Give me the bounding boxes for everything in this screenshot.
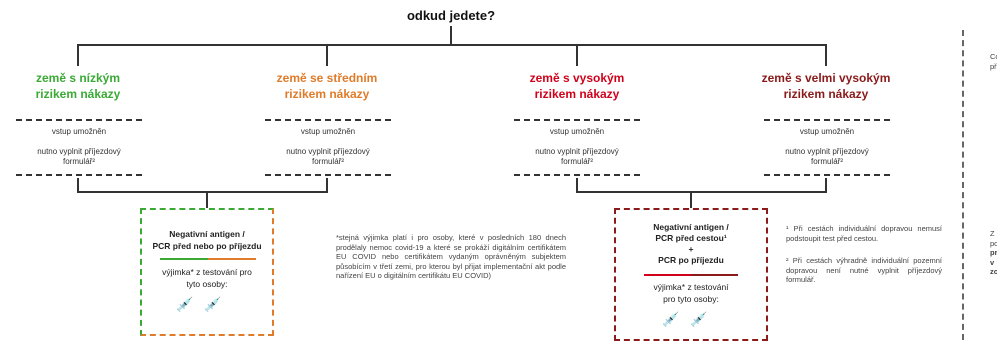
syringe-icon: 💉: [176, 296, 194, 312]
connector: [576, 178, 578, 192]
divider: [265, 119, 391, 121]
connector: [77, 44, 827, 46]
cutoff-line: po: [990, 238, 997, 248]
cutoff-text-bottom: Z po pr v zo: [990, 229, 997, 277]
connector: [326, 44, 328, 66]
exception-line2: pro tyto osoby:: [663, 294, 719, 304]
divider: [16, 119, 142, 121]
entry-allowed-text: vstup umožněn: [51, 127, 107, 136]
low-medium-risk-requirements-box: Negativní antigen / PCR před nebo po pří…: [140, 208, 274, 336]
category-line2: rizikem nákazy: [534, 87, 620, 101]
category-low-risk: země s nízkým rizikem nákazy: [0, 70, 163, 102]
cutoff-line: Z: [990, 229, 995, 238]
color-bar: [208, 258, 256, 260]
cutoff-line: zo: [990, 267, 997, 277]
entry-allowed-text: vstup umožněn: [799, 127, 855, 136]
category-line1: země s velmi vysokým: [761, 71, 891, 85]
panel-separator: [962, 30, 964, 340]
box-line2: PCR před nebo po příjezdu: [152, 241, 262, 251]
connector: [77, 178, 79, 192]
divider: [514, 119, 640, 121]
form-required-line1: nutno vyplnit příjezdový: [286, 147, 370, 156]
category-line2: rizikem nákazy: [783, 87, 869, 101]
exception-line2: tyto osoby:: [186, 279, 228, 289]
connector: [450, 26, 452, 44]
form-required-line1: nutno vyplnit příjezdový: [785, 147, 869, 156]
connector: [825, 44, 827, 66]
category-line2: rizikem nákazy: [284, 87, 370, 101]
divider: [764, 174, 890, 176]
form-required-line2: formulář²: [560, 157, 593, 166]
category-line1: země s nízkým: [35, 71, 121, 85]
color-bar: [691, 274, 738, 276]
exception-note: *stejná výjimka platí i pro osoby, které…: [336, 233, 566, 281]
connector: [206, 191, 208, 208]
divider: [265, 174, 391, 176]
box-line3: PCR po příjezdu: [658, 255, 724, 265]
connector: [576, 44, 578, 66]
category-very-high-risk: země s velmi vysokým rizikem nákazy: [741, 70, 911, 102]
connector: [77, 44, 79, 66]
cutoff-text-top: Co př: [990, 52, 997, 71]
color-bar: [160, 258, 208, 260]
category-medium-risk: země se středním rizikem nákazy: [242, 70, 412, 102]
exception-line1: výjimka* z testování pro: [162, 267, 252, 277]
entry-allowed-text: vstup umožněn: [549, 127, 605, 136]
form-required-line1: nutno vyplnit příjezdový: [535, 147, 619, 156]
category-high-risk: země s vysokým rizikem nákazy: [492, 70, 662, 102]
connector: [326, 178, 328, 192]
cutoff-line: př: [990, 61, 997, 71]
connector: [77, 191, 328, 193]
divider: [514, 174, 640, 176]
box-line1: Negativní antigen /: [653, 222, 729, 232]
form-required-line2: formulář²: [62, 157, 95, 166]
divider: [764, 119, 890, 121]
syringe-icon: 💉: [662, 311, 680, 327]
connector: [825, 178, 827, 192]
entry-allowed-text: vstup umožněn: [300, 127, 356, 136]
form-required-line1: nutno vyplnit příjezdový: [37, 147, 121, 156]
cutoff-line: pr: [990, 248, 997, 258]
page-title: odkud jedete?: [406, 8, 496, 23]
box-plus: +: [688, 244, 694, 254]
footnote-2: ² Při cestách výhradně individuální poze…: [786, 256, 942, 285]
connector: [690, 191, 692, 208]
high-risk-requirements-box: Negativní antigen / PCR před cestou¹ + P…: [614, 208, 768, 341]
box-line1: Negativní antigen /: [169, 229, 245, 239]
category-line1: země se středním: [276, 71, 378, 85]
form-required-line2: formulář²: [311, 157, 344, 166]
category-line2: rizikem nákazy: [35, 87, 121, 101]
box-line2: PCR před cestou¹: [655, 233, 727, 243]
footnote-1: ¹ Při cestách individuální dopravou nemu…: [786, 224, 942, 243]
syringe-icon: 💉: [204, 296, 222, 312]
connector: [576, 191, 827, 193]
cutoff-line: v: [990, 257, 995, 267]
form-required-line2: formulář²: [810, 157, 843, 166]
divider: [16, 174, 142, 176]
color-bar: [644, 274, 691, 276]
syringe-icon: 💉: [690, 311, 708, 327]
cutoff-line: Co: [990, 52, 997, 61]
exception-line1: výjimka* z testování: [653, 282, 729, 292]
category-line1: země s vysokým: [529, 71, 625, 85]
